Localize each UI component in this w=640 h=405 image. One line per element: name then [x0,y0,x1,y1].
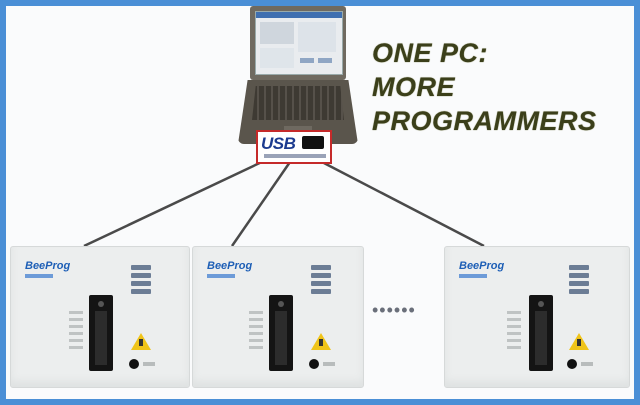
headline-line-1: ONE PC: [372,38,489,68]
laptop-keyboard [252,86,344,120]
led-indicators [311,265,331,297]
programmer-logo: BeeProg [459,261,504,283]
zif-socket [89,295,113,371]
warning-icon [311,333,331,350]
warning-icon [131,333,151,350]
cable-to-programmer-1 [83,158,267,248]
led-indicators [131,265,151,297]
programmer-logo: BeeProg [25,261,70,283]
programmer-logo: BeeProg [207,261,252,283]
laptop-screen [255,11,343,75]
programmer-device-2: BeeProg [192,246,364,388]
power-knob [567,359,577,369]
programmer-device-1: BeeProg [10,246,190,388]
usb-plug-icon [302,136,324,149]
cable-to-programmer-3 [321,160,485,248]
ellipsis: •••••• [372,300,416,320]
power-knob [129,359,139,369]
zif-socket [269,295,293,371]
headline-line-3: PROGRAMMERS [372,106,597,136]
power-knob [309,359,319,369]
cable-to-programmer-2 [230,161,292,247]
led-indicators [569,265,589,297]
usb-label: USB [261,134,296,153]
usb-hub-icon: USB [256,130,332,164]
programmer-device-3: BeeProg [444,246,630,388]
warning-icon [569,333,589,350]
zif-socket [529,295,553,371]
headline-line-2: MORE [372,72,455,102]
headline: ONE PC: MORE PROGRAMMERS [372,36,634,138]
